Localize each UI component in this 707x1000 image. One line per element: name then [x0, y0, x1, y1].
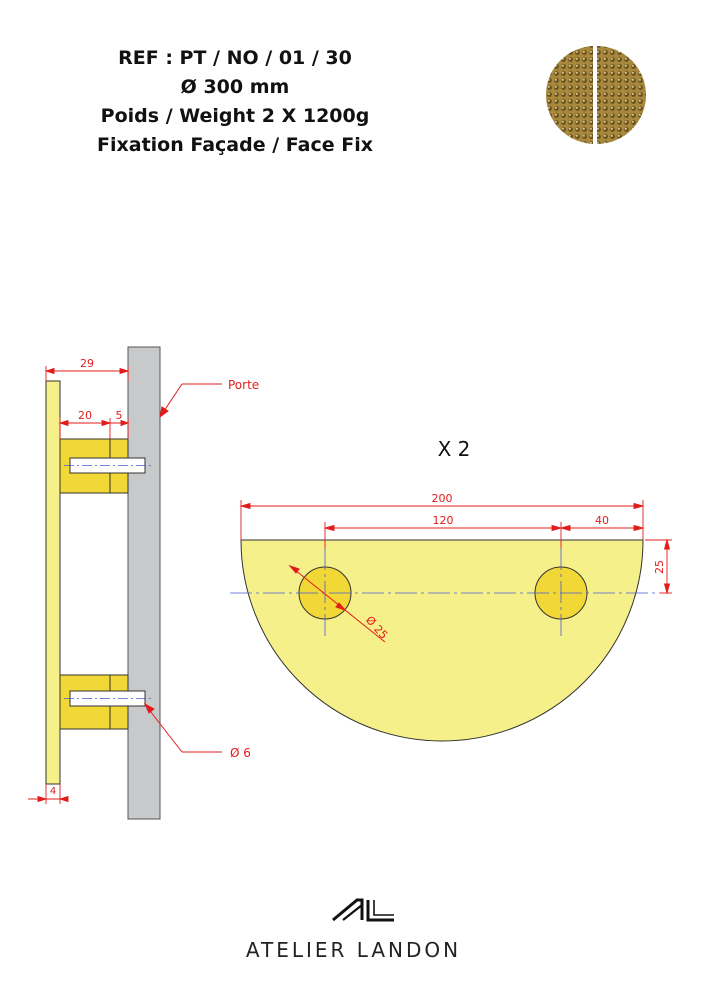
dim-width-200: 200: [432, 492, 453, 505]
photo-half-left: [546, 46, 593, 144]
product-diameter: Ø 300 mm: [180, 76, 290, 98]
front-view: X 2 200 120: [230, 437, 672, 742]
dim-gap-5: 5: [116, 409, 123, 422]
pin-label: Ø 6: [230, 746, 251, 760]
dim-height-25: 25: [653, 560, 666, 574]
hole-dia-leader: [288, 564, 386, 643]
dim-plate-4: 4: [50, 786, 56, 797]
quantity-label: X 2: [438, 437, 471, 461]
half-disc: [240, 539, 644, 742]
product-photo: [546, 46, 646, 144]
pin-leader: [143, 702, 222, 753]
handle-plate: [45, 380, 61, 785]
door-panel: [127, 346, 161, 820]
dim-spacing-120: 120: [433, 514, 454, 527]
dim-total-29: 29: [80, 357, 94, 370]
photo-half-right: [597, 46, 646, 144]
brand-logo-mark: [332, 898, 394, 922]
dim-standoff-20: 20: [78, 409, 92, 422]
dim-edge-40: 40: [595, 514, 609, 527]
side-view: 29 20 5 4 Porte: [28, 346, 259, 820]
product-weight: Poids / Weight 2 X 1200g: [100, 105, 370, 127]
header: REF : PT / NO / 01 / 30 Ø 300 mm Poids /…: [0, 44, 470, 160]
product-fixation: Fixation Façade / Face Fix: [97, 134, 373, 156]
door-label: Porte: [228, 378, 259, 392]
door-leader: [159, 383, 222, 419]
brand-name: ATELIER LANDON: [245, 938, 462, 962]
product-ref: REF : PT / NO / 01 / 30: [118, 47, 352, 69]
